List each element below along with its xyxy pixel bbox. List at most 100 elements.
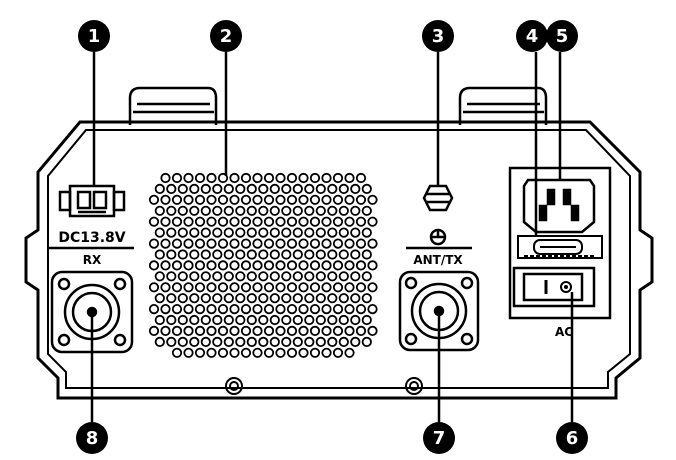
vent-hole — [194, 216, 206, 227]
vent-hole — [194, 260, 206, 271]
vent-hole — [361, 293, 372, 304]
vent-hole — [217, 238, 229, 249]
vent-hole — [229, 194, 240, 205]
vent-hole — [212, 249, 223, 260]
vent-hole — [338, 271, 349, 282]
vent-hole — [229, 216, 240, 227]
vent-hole — [355, 216, 367, 227]
vent-hole — [367, 216, 378, 227]
vent-hole — [275, 216, 286, 227]
vent-hole — [183, 216, 194, 227]
rocker-switch-icon — [544, 280, 572, 294]
vent-hole — [194, 172, 206, 184]
panel-inner-outline — [47, 129, 631, 389]
vent-hole — [350, 205, 361, 216]
vent-hole — [309, 303, 321, 315]
vent-hole — [229, 347, 240, 358]
vent-hole — [212, 336, 223, 347]
vent-hole — [355, 282, 367, 293]
vent-hole — [286, 194, 298, 205]
ground-terminal — [422, 184, 454, 212]
vent-hole — [166, 336, 177, 347]
vent-hole — [286, 347, 298, 358]
vent-hole — [367, 238, 378, 249]
vent-hole — [332, 172, 344, 184]
vent-hole — [189, 293, 200, 304]
vent-hole — [298, 260, 309, 271]
vent-hole — [286, 325, 298, 336]
vent-hole — [223, 336, 234, 347]
vent-hole — [350, 293, 361, 304]
svg-text:2: 2 — [220, 26, 233, 47]
callout-2: 2 — [210, 20, 242, 52]
callout-3: 3 — [422, 20, 454, 52]
vent-hole — [309, 325, 321, 336]
vent-hole — [269, 249, 280, 260]
vent-hole — [235, 183, 246, 194]
vent-hole — [286, 282, 298, 293]
vent-hole — [338, 336, 349, 347]
vent-hole — [338, 205, 349, 216]
svg-text:6: 6 — [566, 428, 579, 449]
vent-hole — [171, 347, 183, 358]
vent-hole — [154, 249, 165, 260]
vent-hole — [148, 194, 160, 205]
vent-hole — [367, 260, 378, 271]
vent-hole — [252, 238, 263, 249]
vent-hole — [194, 238, 206, 249]
vent-hole — [229, 172, 240, 184]
vent-hole — [154, 293, 165, 304]
vent-hole — [212, 293, 223, 304]
vent-hole — [367, 194, 378, 205]
vent-hole — [321, 194, 332, 205]
vent-hole — [304, 314, 315, 326]
vent-hole — [355, 260, 367, 271]
vent-hole — [275, 303, 286, 315]
vent-hole — [229, 282, 240, 293]
vent-hole — [298, 325, 309, 336]
vent-hole — [206, 325, 217, 336]
vent-hole — [269, 205, 280, 216]
vent-hole — [361, 183, 372, 194]
vent-hole — [183, 282, 194, 293]
vent-hole — [246, 227, 257, 238]
vent-hole — [160, 282, 171, 293]
vent-hole — [321, 260, 332, 271]
vent-hole — [177, 249, 188, 260]
vent-hole — [217, 260, 229, 271]
vent-hole — [183, 303, 194, 315]
vent-hole — [171, 238, 183, 249]
leader-lines — [90, 52, 574, 422]
vent-hole — [309, 282, 321, 293]
vent-hole — [298, 238, 309, 249]
vent-hole — [206, 216, 217, 227]
vent-hole — [275, 325, 286, 336]
vent-hole — [292, 183, 303, 194]
vent-hole — [275, 260, 286, 271]
vent-hole — [177, 336, 188, 347]
vent-hole — [183, 172, 194, 184]
vent-hole — [344, 194, 355, 205]
vent-hole — [321, 282, 332, 293]
vent-hole — [171, 260, 183, 271]
vent-hole — [194, 303, 206, 315]
fuse-holder — [517, 235, 603, 259]
power-switch[interactable] — [512, 266, 596, 308]
vent-hole — [177, 205, 188, 216]
panel-outline — [24, 120, 654, 400]
vent-hole — [212, 205, 223, 216]
vent-hole — [281, 227, 292, 238]
vent-hole — [189, 314, 200, 326]
callout-7: 7 — [423, 422, 455, 454]
vent-hole — [281, 183, 292, 194]
vent-hole — [258, 336, 269, 347]
ventilation-grille — [148, 172, 378, 358]
ant-tx-port-label: ANT/TX — [413, 253, 463, 267]
vent-hole — [321, 216, 332, 227]
vent-hole — [171, 194, 183, 205]
vent-hole — [160, 194, 171, 205]
vent-hole — [206, 282, 217, 293]
vent-hole — [246, 314, 257, 326]
vent-hole — [171, 282, 183, 293]
vent-hole — [361, 314, 372, 326]
